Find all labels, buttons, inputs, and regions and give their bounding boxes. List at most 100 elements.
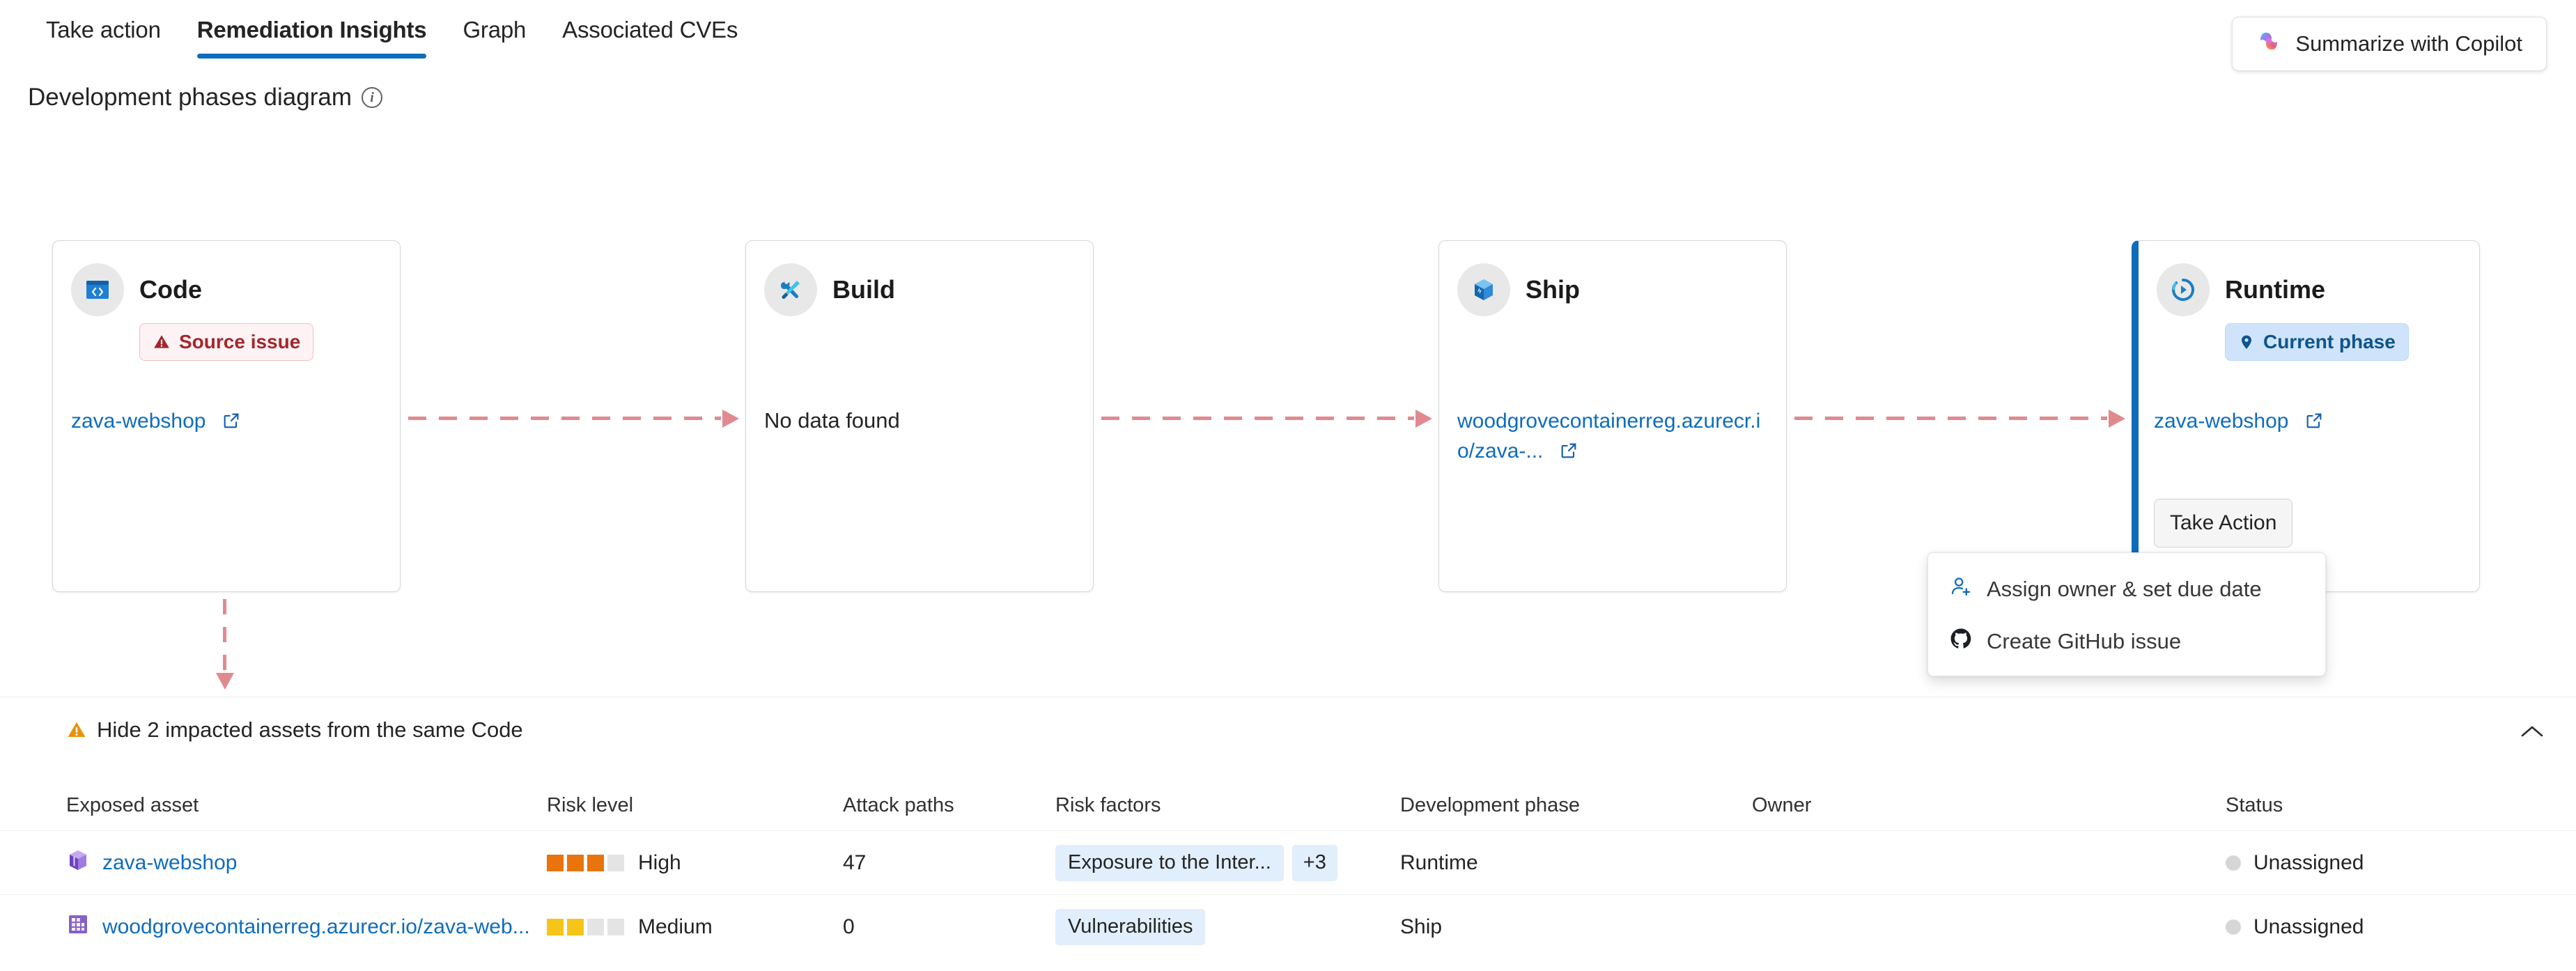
menu-item-label: Create GitHub issue [1987,628,2182,653]
summarize-with-copilot-button[interactable]: Summarize with Copilot [2232,17,2547,71]
external-link-icon [222,410,241,440]
table-row[interactable]: woodgrovecontainerreg.azurecr.io/zava-we… [0,894,2576,958]
risk-factor-chip[interactable]: Exposure to the Inter... [1055,844,1284,881]
tab-take-action[interactable]: Take action [46,17,161,42]
menu-item-label: Assign owner & set due date [1987,576,2262,601]
chevron-up-icon[interactable] [2520,724,2544,738]
table-row[interactable]: zava-webshop High 47 Exposure to the Int… [0,830,2576,894]
status-badge-current-phase: Current phase [2225,323,2409,361]
exposed-assets-table: Exposed asset Risk level Attack paths Ri… [0,780,2576,958]
cell-status: Unassigned [2226,915,2504,939]
risk-block-empty [587,918,604,935]
phase-asset-label-ship: woodgrovecontainerreg.azurecr.io/zava-..… [1457,410,1761,463]
phase-header-code: Code [71,263,382,316]
warning-triangle-icon [154,335,169,348]
phase-name-ship: Ship [1526,275,1580,304]
menu-item-assign-owner[interactable]: Assign owner & set due date [1928,563,2325,615]
cell-attack-paths: 47 [843,850,867,874]
badge-row-runtime: Current phase [2157,323,2461,361]
hide-impacted-assets-label: Hide 2 impacted assets from the same Cod… [97,717,523,742]
info-icon[interactable]: i [361,87,382,108]
risk-block-filled [567,918,584,935]
location-pin-icon [2242,335,2251,349]
column-header-development-phase[interactable]: Development phase [1400,793,1580,816]
no-data-message-build: No data found [764,408,900,433]
risk-block-empty [607,854,624,871]
risk-level-blocks [547,918,624,935]
phase-asset-link-ship[interactable]: woodgrovecontainerreg.azurecr.io/zava-..… [1457,407,1768,469]
column-header-risk-factors[interactable]: Risk factors [1055,793,1161,816]
connector-line [1101,417,1414,420]
impacted-assets-bar: Hide 2 impacted assets from the same Cod… [0,717,2576,759]
page-title: Development phases diagram [28,84,352,111]
source-issue-label: Source issue [179,331,301,352]
column-header-exposed-asset[interactable]: Exposed asset [66,793,199,816]
connector-arrow [1415,410,1432,428]
table-header-row: Exposed asset Risk level Attack paths Ri… [0,780,2576,830]
column-header-risk-level[interactable]: Risk level [547,793,634,816]
asset-link[interactable]: woodgrovecontainerreg.azurecr.io/zava-we… [102,915,530,938]
copilot-button-label: Summarize with Copilot [2295,31,2522,56]
cell-risk-factors: Vulnerabilities [1055,908,1400,945]
risk-block-filled [567,854,584,871]
connector-build-to-ship [1101,410,1432,428]
risk-factor-more-chip[interactable]: +3 [1291,844,1337,881]
tab-graph[interactable]: Graph [463,17,527,42]
external-link-icon [2304,410,2324,440]
development-phases-diagram: Code Source issue zava-webshop [52,240,2480,690]
phase-card-ship[interactable]: Ship woodgrovecontainerreg.azurecr.io/za… [1438,240,1787,592]
status-badge-source-issue: Source issue [139,323,314,361]
connector-arrow-down [216,673,234,690]
phase-name-runtime: Runtime [2225,275,2325,304]
github-icon [1949,627,1973,656]
phase-asset-link-code[interactable]: zava-webshop [71,407,382,440]
status-dot-icon [2226,855,2241,871]
cell-attack-paths: 0 [843,915,855,938]
badge-row-code: Source issue [71,323,382,361]
asset-link[interactable]: zava-webshop [102,850,238,874]
risk-level-blocks [547,854,624,871]
hide-impacted-assets-toggle[interactable]: Hide 2 impacted assets from the same Cod… [66,717,523,743]
phase-name-build: Build [832,275,895,304]
tools-icon [764,263,817,316]
risk-block-filled [547,854,564,871]
risk-factor-chip[interactable]: Vulnerabilities [1055,908,1206,945]
phase-card-code[interactable]: Code Source issue zava-webshop [52,240,401,592]
code-window-icon [71,263,124,316]
phase-header-build: Build [764,263,1075,316]
phase-asset-link-runtime[interactable]: zava-webshop [2154,407,2461,440]
cell-development-phase: Ship [1400,915,1443,938]
column-header-attack-paths[interactable]: Attack paths [843,793,954,816]
external-link-icon [1559,440,1578,469]
take-action-button[interactable]: Take Action [2154,499,2293,547]
phase-asset-label-code: zava-webshop [71,410,206,433]
current-phase-label: Current phase [2263,331,2396,352]
phase-card-build[interactable]: Build No data found [745,240,1094,592]
tab-bar: Take action Remediation Insights Graph A… [0,0,2576,70]
package-icon [1457,263,1510,316]
cell-status: Unassigned [2226,851,2504,875]
connector-line [1794,417,2107,420]
menu-item-create-github-issue[interactable]: Create GitHub issue [1928,615,2325,667]
copilot-icon [2256,29,2281,59]
cube-purple-icon [66,848,90,878]
tab-remediation-insights[interactable]: Remediation Insights [179,10,445,59]
cell-development-phase: Runtime [1400,850,1478,874]
connector-arrow [2109,410,2125,428]
connector-arrow [722,410,739,428]
cell-exposed-asset: zava-webshop [0,848,547,878]
cell-risk-level: High [547,851,843,875]
connector-code-to-assets [216,599,234,690]
column-header-status[interactable]: Status [2226,793,2283,816]
registry-purple-icon [66,912,90,942]
risk-level-label: Medium [638,915,713,938]
runtime-dial-icon [2157,263,2210,316]
phase-card-runtime[interactable]: Runtime Current phase zava-webshop Take … [2132,240,2480,592]
phase-header-ship: Ship [1457,263,1768,316]
phase-asset-label-runtime: zava-webshop [2154,410,2289,433]
take-action-context-menu: Assign owner & set due date Create GitHu… [1927,552,2326,676]
phase-name-code: Code [139,275,202,304]
status-badge: Unassigned [2253,850,2364,874]
tab-associated-cves[interactable]: Associated CVEs [562,17,738,42]
column-header-owner[interactable]: Owner [1752,793,1812,816]
